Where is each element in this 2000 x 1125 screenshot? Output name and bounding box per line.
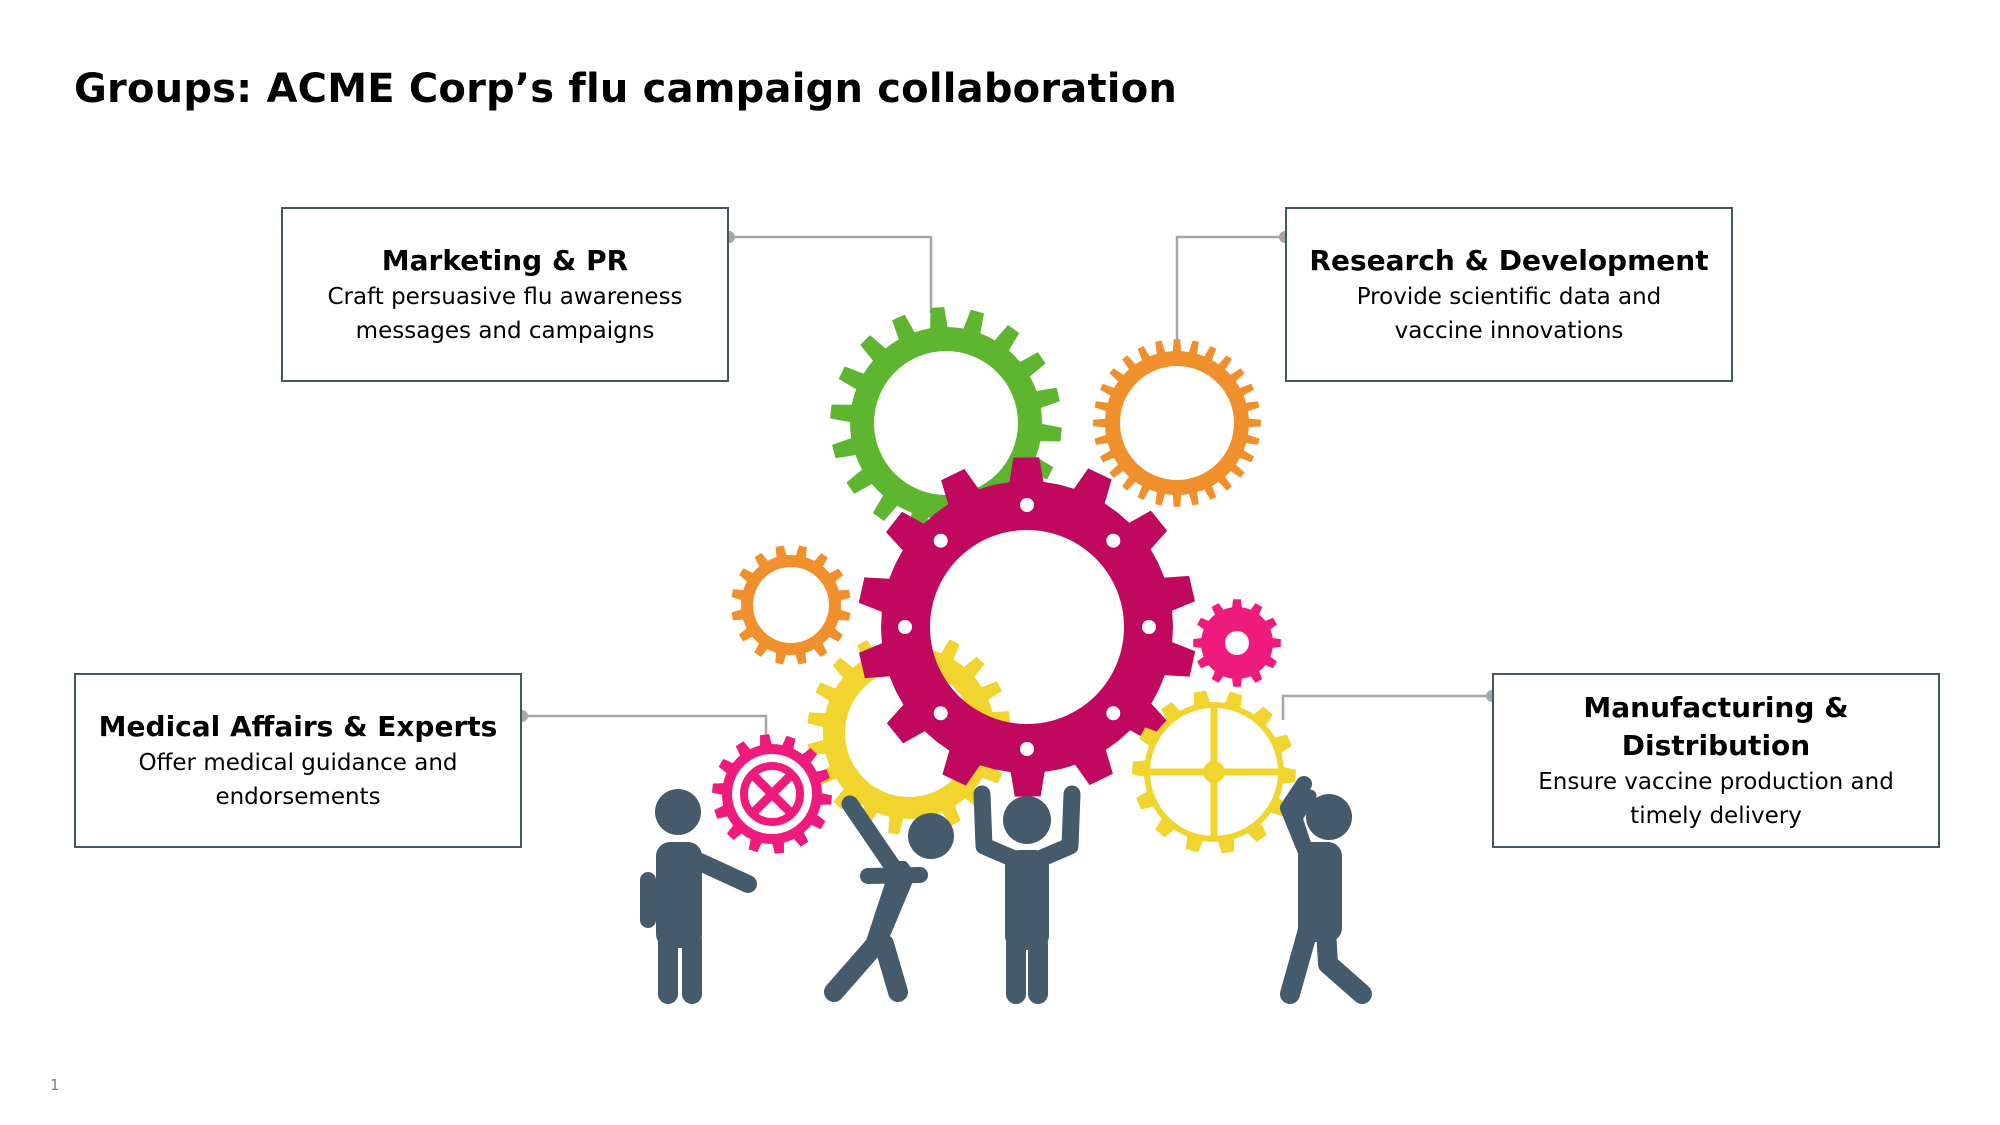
orange-gear-icon: [1093, 339, 1261, 507]
group-medical-name: Medical Affairs & Experts: [98, 709, 498, 743]
gear-dots: [898, 498, 1156, 756]
connector-research: [1175, 235, 1285, 345]
orange-gear-icon: [731, 545, 851, 665]
pink-gear-icon: [712, 734, 832, 854]
person-icon: [824, 795, 954, 1002]
group-research-description: Provide scientific data and vaccine inno…: [1356, 283, 1662, 344]
connector-marketing: [729, 235, 933, 313]
page-number: 1: [50, 1076, 60, 1094]
group-marketing-name: Marketing & PR: [381, 243, 629, 277]
yellow-gear-icon: [1132, 690, 1296, 854]
group-research-name: Research & Development: [1309, 243, 1709, 277]
slide-title: Groups: ACME Corp’s flu campaign collabo…: [74, 66, 1178, 112]
person-icon: [1280, 776, 1372, 1004]
connector-medical: [522, 714, 768, 752]
group-manufacturing-description: Ensure vaccine production and timely del…: [1538, 768, 1894, 829]
group-manufacturing-name: Manufacturing & Distribution: [1583, 690, 1849, 762]
group-marketing-box: Marketing & PR Craft persuasive flu awar…: [281, 207, 729, 382]
pink-gear-icon: [1193, 599, 1281, 687]
gears: [712, 307, 1296, 854]
group-medical-description: Offer medical guidance and endorsements: [138, 749, 458, 810]
people: [640, 776, 1372, 1004]
group-manufacturing-box: Manufacturing & Distribution Ensure vacc…: [1492, 673, 1940, 848]
person-icon: [973, 785, 1081, 1004]
person-icon: [640, 789, 757, 1004]
group-medical-box: Medical Affairs & Experts Offer medical …: [74, 673, 522, 848]
green-gear-icon: [830, 307, 1062, 539]
yellow-gear-spokes: [1150, 708, 1278, 836]
pink-gear-center: [740, 762, 804, 826]
yellow-gear-icon: [807, 631, 1011, 835]
connector-manufacturing: [1281, 694, 1492, 720]
group-marketing-description: Craft persuasive flu awareness messages …: [327, 283, 683, 344]
group-research-box: Research & Development Provide scientifi…: [1285, 207, 1733, 382]
magenta-gear-icon: [858, 457, 1196, 797]
